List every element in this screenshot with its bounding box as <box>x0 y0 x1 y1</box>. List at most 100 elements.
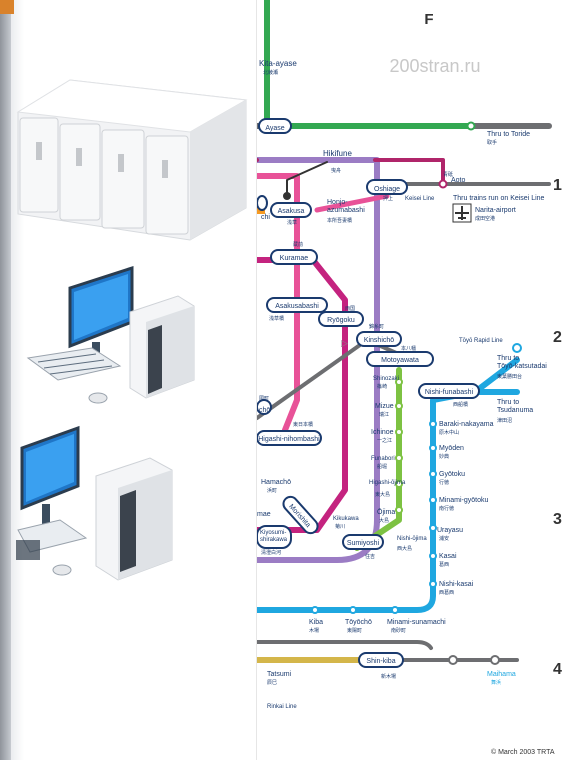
tozai-line <box>254 357 520 613</box>
watermark: 200stran.ru <box>389 56 480 76</box>
label-left-partial-5: mae <box>257 511 271 518</box>
station-kiyosumi-line2: shirakawa <box>260 537 288 543</box>
station-ichinoe-jp: 一之江 <box>377 437 392 444</box>
station-minami-gyotoku: Minami-gyōtoku <box>439 497 489 504</box>
station-box-oshiage[interactable] <box>366 179 408 195</box>
station-myoden-jp: 妙典 <box>439 453 449 460</box>
station-minami-gyotoku-jp: 南行徳 <box>439 505 454 512</box>
left-illustrations <box>16 79 248 581</box>
station-box-morishita[interactable] <box>281 494 321 536</box>
desktop-computer-icon-2 <box>16 425 173 581</box>
label-thru-toyo-katsutadai: Thru to Tōyō-katsutadai <box>497 355 547 370</box>
label-toyo-katsutadai-jp: 東葉勝田台 <box>497 373 522 380</box>
station-box-asakusa[interactable] <box>270 202 312 218</box>
station-hikifune: Hikifune <box>323 149 352 158</box>
station-dot-toyo <box>512 343 522 353</box>
row-number-1: 1 <box>553 177 562 194</box>
station-motoyawata-jp: 本八幡 <box>401 345 416 352</box>
keiyo-line <box>255 640 433 650</box>
station-dot-kiba <box>311 606 319 614</box>
station-toyocho: Tōyōchō <box>345 619 372 626</box>
station-asakusa: Asakusa <box>278 208 305 215</box>
row-number-4: 4 <box>553 661 562 678</box>
station-ryogoku-jp: 両国 <box>345 306 355 312</box>
label-thru-toyo-line1: Thru to <box>497 355 519 362</box>
station-box-ayase[interactable] <box>258 118 292 134</box>
station-kikukawa-jp: 菊川 <box>335 523 345 530</box>
hanzomon-line <box>254 157 380 563</box>
station-honjo-line1: Honjo- <box>327 199 348 206</box>
station-dot-minami-sunamachi <box>391 606 399 614</box>
station-honjo-jp: 本所吾妻橋 <box>327 217 352 224</box>
station-box-partial[interactable] <box>256 399 272 415</box>
station-kiyosumi: Kiyosumi- shirakawa <box>260 530 288 543</box>
station-shinozaki: Shinozaki <box>373 376 399 382</box>
station-hamacho-jp: 浜町 <box>267 487 277 494</box>
station-asakusa-jp: 浅草 <box>287 219 297 226</box>
station-dot-shinozaki <box>395 378 403 386</box>
station-kasai: Kasai <box>439 553 457 560</box>
station-dot-toyocho <box>349 606 357 614</box>
station-kiyosumi-jp: 清澄白河 <box>261 549 281 556</box>
station-kita-ayase-jp: 北綾瀬 <box>263 69 278 76</box>
station-kikukawa: Kikukawa <box>333 516 359 522</box>
station-box-higashi-nihombashi[interactable] <box>256 430 322 446</box>
station-higashi-nihombashi-jp: 東日本橋 <box>293 421 313 428</box>
station-shin-kiba-jp: 新木場 <box>381 673 396 680</box>
station-shinozaki-jp: 篠崎 <box>377 383 387 390</box>
station-motoyawata: Motoyawata <box>381 357 419 364</box>
station-box-left-partial[interactable] <box>256 195 268 211</box>
tobu-line <box>286 161 328 197</box>
station-ayase: Ayase <box>265 125 284 132</box>
station-oshiage-jp: 押上 <box>383 195 393 202</box>
label-thru-toride-jp: 取手 <box>487 139 497 146</box>
station-shin-kiba: Shin-kiba <box>366 658 395 665</box>
station-dot-minami-gyotoku <box>429 496 437 504</box>
station-nishi-ojima: Nishi-ōjima <box>397 536 427 542</box>
subway-map: F 200stran.ru 1 2 3 4 <box>254 0 562 756</box>
station-sumiyoshi-jp: 住吉 <box>365 553 375 560</box>
station-box-asakusabashi[interactable] <box>266 297 328 313</box>
station-nishi-funabashi: Nishi-funabashi <box>425 389 474 396</box>
station-box-shin-kiba[interactable] <box>358 652 404 668</box>
station-ojima-jp: 大島 <box>379 517 389 524</box>
station-box-motoyawata[interactable] <box>366 351 434 367</box>
station-box-kinshicho[interactable] <box>356 331 402 347</box>
station-dot-gyotoku <box>429 470 437 478</box>
grid-letter: F <box>424 11 433 28</box>
station-kiba-jp: 木場 <box>309 627 319 634</box>
station-maihama: Maihama <box>487 671 516 678</box>
station-honjo-line2: azumabashi <box>327 207 365 214</box>
station-kuramae-jp: 蔵前 <box>293 241 303 248</box>
station-kiyosumi-line1: Kiyosumi- <box>260 530 286 536</box>
station-dot-funabori <box>395 454 403 462</box>
station-box-ryogoku[interactable] <box>318 311 364 327</box>
left-border-strip <box>0 0 11 760</box>
asakusa-line <box>254 173 300 433</box>
label-keisei-line: Keisei Line <box>405 196 435 202</box>
station-oshiage: Oshiage <box>374 186 400 193</box>
station-box-kiyosumi[interactable] <box>256 525 292 549</box>
station-box-kuramae[interactable] <box>270 249 318 265</box>
row-number-2: 2 <box>553 329 562 346</box>
station-maihama-jp: 舞浜 <box>491 679 501 686</box>
station-box-sumiyoshi[interactable] <box>342 534 384 550</box>
label-rinkai-line: Rinkai Line <box>267 704 297 710</box>
station-kiba: Kiba <box>309 619 323 626</box>
station-ryogoku: Ryōgoku <box>327 317 355 324</box>
label-tsudanuma-jp: 津田沼 <box>497 417 512 424</box>
station-box-nishi-funabashi[interactable] <box>418 383 480 399</box>
station-funabori: Funabori <box>371 456 395 462</box>
station-dot-hikifune <box>283 192 291 200</box>
station-tatsumi: Tatsumi <box>267 671 292 678</box>
label-thru-toyo-line2: Tōyō-katsutadai <box>497 363 547 370</box>
keisei-branch <box>255 158 445 186</box>
station-mizue: Mizue <box>375 403 394 410</box>
label-toyo-rapid: Tōyō Rapid Line <box>459 338 503 344</box>
station-funabori-jp: 船堀 <box>377 463 387 470</box>
arrow-icon: ▷ <box>341 338 348 348</box>
station-aoto: Aoto <box>451 177 466 184</box>
station-nishi-funabashi-jp: 西船橋 <box>453 401 468 408</box>
station-box-morishita-group[interactable]: Morishita <box>281 494 321 536</box>
station-kuramae: Kuramae <box>280 255 309 262</box>
